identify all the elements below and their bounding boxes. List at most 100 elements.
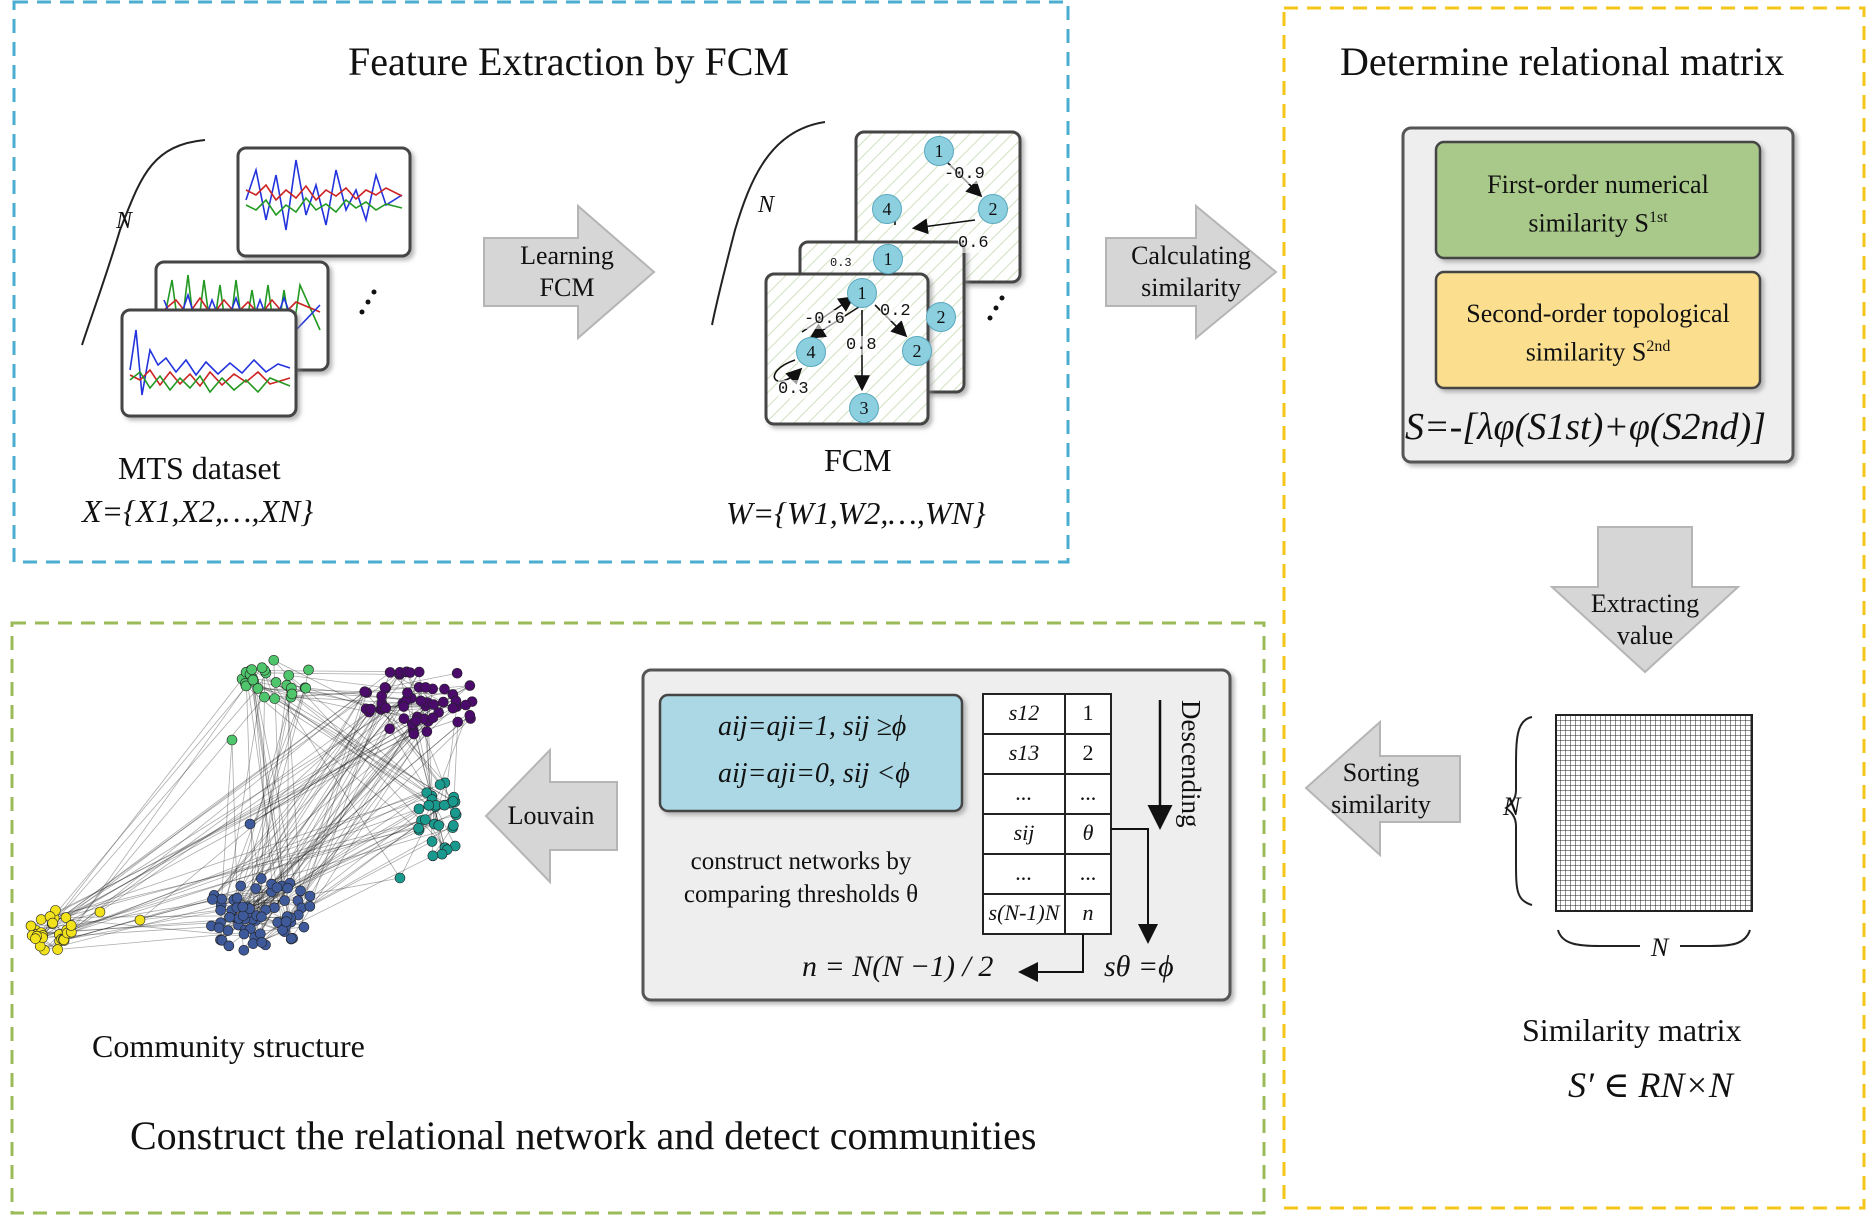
table-cell-index: ...: [1079, 780, 1097, 805]
network-node: [30, 933, 41, 944]
network-node: [216, 935, 228, 946]
similarity-matrix-grid: [1555, 714, 1753, 912]
relational-panel-border: [1282, 6, 1866, 1210]
network-node: [404, 667, 416, 678]
louvain-arrow: [484, 747, 618, 885]
network-node: [94, 906, 106, 918]
network-edge: [249, 694, 454, 909]
network-panel-border: [10, 621, 1266, 1215]
network-node: [420, 814, 431, 825]
community-caption: Community structure: [92, 1028, 365, 1064]
network-node: [52, 944, 63, 955]
matrix-n-bottom: N: [1651, 933, 1669, 962]
network-edge: [245, 685, 420, 831]
network-edge: [274, 705, 426, 909]
network-node: [394, 872, 406, 884]
network-edge: [286, 675, 290, 917]
network-edge: [30, 792, 427, 927]
network-edge: [71, 819, 426, 933]
network-edge: [297, 721, 429, 901]
network-edge: [249, 674, 292, 940]
network-edge: [242, 678, 383, 708]
network-node: [413, 822, 424, 834]
network-node: [436, 848, 448, 860]
network-node: [222, 925, 234, 936]
network-node: [304, 901, 316, 912]
network-node: [438, 696, 449, 708]
network-edge: [249, 823, 266, 910]
network-edge: [30, 820, 422, 927]
network-edge: [309, 687, 386, 907]
rule-line-2: aij=aji=0, sij <ϕ: [718, 758, 910, 789]
fcm-weight-label: -0.9: [944, 165, 985, 184]
network-edge: [221, 723, 413, 941]
network-node: [451, 667, 463, 679]
matrix-caption: Similarity matrix: [1522, 1012, 1742, 1048]
network-node: [398, 713, 410, 725]
network-edge: [59, 808, 420, 935]
network-edge: [385, 707, 417, 722]
network-node: [427, 712, 439, 724]
network-node: [238, 928, 250, 940]
network-node: [235, 880, 247, 892]
matrix-n-side: N: [1503, 792, 1521, 821]
network-edge: [243, 802, 451, 916]
network-node: [427, 850, 439, 862]
network-edge: [273, 659, 414, 731]
network-edge: [271, 730, 414, 893]
table-cell-index: n: [1082, 900, 1094, 925]
network-edge: [286, 685, 301, 891]
network-node: [269, 902, 280, 914]
network-edge: [260, 692, 408, 879]
theta-connector: [1111, 828, 1158, 944]
fcm-weight-label: 0.6: [958, 234, 989, 253]
network-node: [270, 677, 282, 688]
network-node: [216, 893, 228, 905]
network-node: [238, 944, 250, 956]
network-node: [237, 901, 249, 913]
network-edge: [245, 683, 437, 806]
learning-fcm-arrow: [483, 203, 656, 341]
fcm-weight-label: 0.8: [846, 336, 877, 355]
network-edge: [35, 814, 457, 940]
network-edge: [244, 792, 427, 920]
network-panel-title: Construct the relational network and det…: [130, 1113, 1037, 1158]
n-connector: [1018, 934, 1084, 982]
fcm-node-3: 3: [849, 393, 879, 423]
network-edge: [252, 679, 429, 806]
network-edge: [52, 672, 401, 925]
extracting-value-arrow: [1549, 526, 1741, 674]
network-node: [134, 914, 146, 926]
fcm-weight-label: 0.3: [830, 256, 852, 270]
network-edge: [139, 686, 420, 921]
network-edge: [49, 707, 454, 917]
mts-caption: MTS dataset: [118, 450, 281, 486]
network-edge: [260, 707, 387, 934]
fcm-node-2: 2: [926, 302, 956, 332]
network-node: [298, 921, 310, 933]
network-node: [464, 710, 476, 721]
network-node: [60, 912, 72, 923]
network-edge: [52, 687, 426, 924]
network-node: [439, 683, 450, 695]
table-cell-similarity: s13: [1008, 740, 1040, 765]
network-edge: [49, 823, 435, 917]
table-cell-similarity: sij: [1013, 820, 1035, 845]
network-edge: [220, 670, 265, 940]
network-edge: [42, 688, 259, 936]
fcm-node-2: 2: [978, 194, 1008, 224]
network-edge: [291, 693, 433, 797]
network-edge: [265, 705, 426, 911]
network-node: [255, 873, 267, 884]
network-node: [283, 670, 295, 681]
network-edge: [256, 672, 401, 916]
network-edge: [42, 704, 466, 936]
feature-panel-title: Feature Extraction by FCM: [348, 39, 790, 84]
network-node: [380, 702, 392, 714]
network-node: [256, 937, 268, 948]
fcm-caption: FCM: [824, 442, 892, 478]
network-edge: [305, 687, 417, 722]
network-node: [256, 911, 267, 923]
